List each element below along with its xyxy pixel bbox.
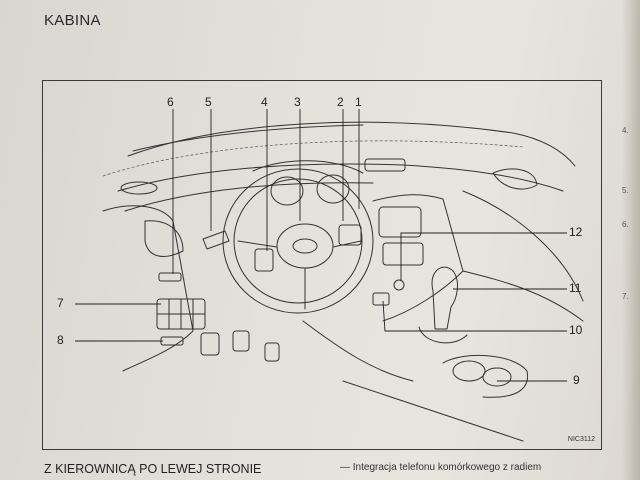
callout-6: 6: [167, 95, 174, 109]
section-heading: KABINA: [44, 12, 101, 29]
page-edge-shadow: [622, 0, 640, 480]
subheading: Z KIEROWNICĄ PO LEWEJ STRONIE: [44, 462, 262, 476]
cabin-illustration-frame: 6 5 4 3 2 1 7 8 9 10 11 12 NIC3112: [42, 80, 602, 450]
callout-4: 4: [261, 95, 268, 109]
margin-number-6: 6.: [622, 220, 629, 229]
callout-8: 8: [57, 333, 64, 347]
margin-number-7: 7.: [622, 292, 629, 301]
callout-9: 9: [573, 373, 580, 387]
callout-11: 11: [569, 281, 582, 295]
callout-10: 10: [569, 323, 583, 337]
margin-number-5: 5.: [622, 186, 629, 195]
list-item: — Integracja telefonu komórkowego z radi…: [340, 462, 542, 473]
margin-number-4: 4.: [622, 126, 629, 135]
callout-12: 12: [569, 225, 583, 239]
callout-2: 2: [337, 95, 344, 109]
callout-5: 5: [205, 95, 212, 109]
figure-code: NIC3112: [567, 436, 595, 443]
callout-3: 3: [294, 95, 301, 109]
cabin-line-drawing: [75, 109, 584, 442]
callout-7: 7: [57, 296, 64, 310]
callout-1: 1: [355, 95, 362, 109]
